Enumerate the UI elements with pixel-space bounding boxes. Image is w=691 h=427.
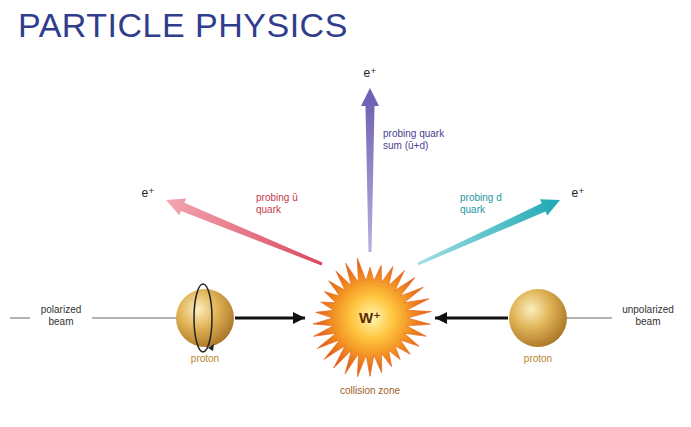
node-caption: proton: [524, 353, 552, 364]
annotation-label: probing d quark: [460, 192, 512, 216]
particle-arrow: [166, 199, 323, 266]
spin-arrowhead: [208, 344, 214, 351]
spin-ring: [194, 284, 212, 352]
particle-label: e⁺: [352, 66, 388, 80]
particle-label: e⁺: [134, 186, 162, 200]
particle-arrow: [361, 88, 379, 252]
particle-label: e⁺: [564, 186, 592, 200]
node-caption: proton: [191, 353, 219, 364]
proton-ball: [509, 289, 567, 347]
proton-ball: [176, 289, 234, 347]
node-label: W⁺: [359, 309, 381, 327]
proton-sphere-shape: [508, 288, 568, 348]
annotation-label: probing ū quark: [256, 192, 308, 216]
annotation-label: polarized beam: [30, 304, 92, 328]
node-caption: collision zone: [340, 385, 400, 396]
proton-sphere: proton: [175, 288, 235, 348]
diagram-title: PARTICLE PHYSICS: [18, 6, 348, 45]
starburst-outline: [313, 258, 431, 377]
proton-sphere: proton: [508, 288, 568, 348]
annotation-label: unpolarized beam: [612, 304, 684, 328]
annotation-label: probing quark sum (ū+d): [383, 128, 465, 152]
beam-arrow: [235, 317, 305, 320]
particle-arrow: [417, 199, 560, 265]
proton-sphere-shape: [175, 288, 235, 348]
beam-arrow: [435, 317, 508, 320]
collision-burst: W⁺collision zone: [305, 256, 435, 380]
